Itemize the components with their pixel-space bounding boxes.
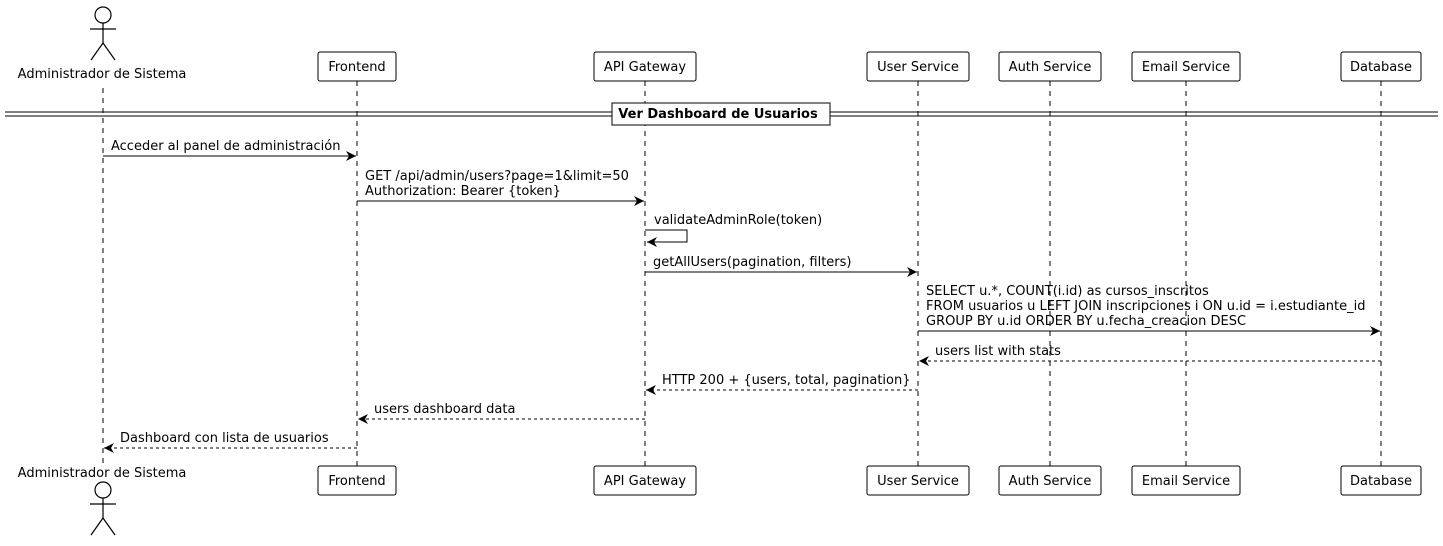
participant-box [593, 51, 697, 82]
participant-label: Administrador de Sistema [18, 67, 187, 82]
participant-box [317, 51, 397, 82]
message-label: Dashboard con lista de usuarios [120, 431, 329, 446]
message-7: HTTP 200 + {users, total, pagination} [646, 373, 918, 395]
message-label: FROM usuarios u LEFT JOIN inscripciones … [926, 299, 1365, 314]
message-2: GET /api/admin/users?page=1&limit=50Auth… [357, 169, 644, 206]
message-9: Dashboard con lista de usuarios [104, 431, 357, 453]
section-label-box [611, 102, 831, 126]
message-label: Authorization: Bearer {token} [365, 184, 561, 199]
message-label: GET /api/admin/users?page=1&limit=50 [365, 169, 629, 184]
participant-user-bottom: User Service [866, 465, 970, 496]
message-label: users list with stats [935, 344, 1061, 359]
participant-box [317, 465, 397, 496]
participant-label: User Service [877, 60, 959, 75]
message-8: users dashboard data [358, 402, 645, 424]
participant-db-top: Database [1340, 51, 1422, 82]
message-label: SELECT u.*, COUNT(i.id) as cursos_inscri… [926, 284, 1209, 299]
participant-box [866, 465, 970, 496]
participant-frontend-bottom: Frontend [317, 465, 397, 496]
participant-label: Auth Service [1009, 60, 1092, 75]
participant-email-top: Email Service [1131, 51, 1241, 82]
message-label: Acceder al panel de administración [111, 139, 340, 154]
participant-box [998, 465, 1102, 496]
participant-label: Email Service [1142, 60, 1230, 75]
participant-label: User Service [877, 474, 959, 489]
message-label: GROUP BY u.id ORDER BY u.fecha_creacion … [926, 314, 1246, 329]
participant-auth-bottom: Auth Service [998, 465, 1102, 496]
participant-box [1340, 51, 1422, 82]
participant-box [1340, 465, 1422, 496]
self-message-arrow [645, 229, 688, 247]
participant-label: Administrador de Sistema [18, 466, 187, 481]
message-label: users dashboard data [374, 402, 515, 417]
participant-db-bottom: Database [1340, 465, 1422, 496]
participant-box [1131, 51, 1241, 82]
message-6: users list with stats [919, 344, 1381, 366]
participant-auth-top: Auth Service [998, 51, 1102, 82]
participant-frontend-top: Frontend [317, 51, 397, 82]
participant-user-top: User Service [866, 51, 970, 82]
participant-box [1131, 465, 1241, 496]
actor-icon [90, 481, 116, 536]
participant-box [866, 51, 970, 82]
participant-admin-top: Administrador de Sistema [18, 6, 187, 82]
message-label: HTTP 200 + {users, total, pagination} [662, 373, 911, 388]
participant-admin-bottom: Administrador de Sistema [18, 466, 187, 536]
message-4: getAllUsers(pagination, filters) [645, 255, 917, 277]
participant-label: Auth Service [1009, 474, 1092, 489]
participant-box [998, 51, 1102, 82]
message-1: Acceder al panel de administración [103, 139, 356, 161]
participant-label: Frontend [328, 60, 385, 75]
participant-label: API Gateway [604, 60, 686, 75]
participant-gateway-bottom: API Gateway [593, 465, 697, 496]
participant-label: Database [1350, 60, 1412, 75]
actor-icon [90, 6, 116, 61]
message-label: validateAdminRole(token) [654, 213, 822, 228]
section-divider: Ver Dashboard de Usuarios [5, 102, 1438, 126]
participant-label: Database [1350, 474, 1412, 489]
message-label: getAllUsers(pagination, filters) [653, 255, 851, 270]
message-5: SELECT u.*, COUNT(i.id) as cursos_inscri… [918, 284, 1380, 336]
message-3: validateAdminRole(token) [645, 213, 822, 247]
participant-label: Frontend [328, 474, 385, 489]
participant-email-bottom: Email Service [1131, 465, 1241, 496]
participant-label: Email Service [1142, 474, 1230, 489]
participant-gateway-top: API Gateway [593, 51, 697, 82]
participant-label: API Gateway [604, 474, 686, 489]
participant-box [593, 465, 697, 496]
section-title: Ver Dashboard de Usuarios [618, 107, 818, 122]
